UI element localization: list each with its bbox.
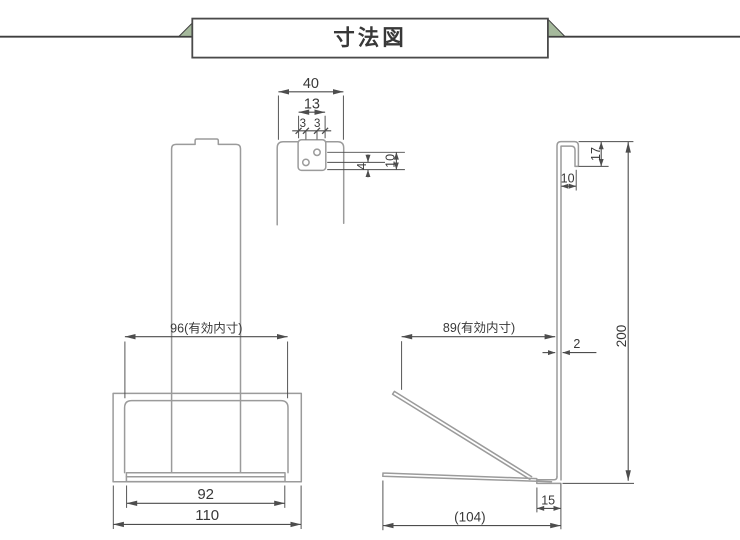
dim-label-thickness: 2: [573, 337, 580, 351]
dim-label-hole-spacing: 4: [355, 163, 369, 170]
dim-label-overall-height: 200: [614, 325, 629, 348]
front-column-outline: [170, 138, 242, 474]
title-banner-box: [191, 17, 549, 59]
page-title: 寸法図: [333, 26, 407, 50]
ext-lines-inner-width: [124, 341, 289, 399]
dim-label-inner-depth: 89(有効内寸): [443, 320, 515, 335]
ext-lines-column-width: [277, 95, 344, 140]
dim-ticks-hole-offsets: [295, 127, 329, 135]
dim-label-hole-offset-right: 3: [314, 118, 320, 130]
side-foot-outline: [536, 476, 562, 485]
detail-hole-upper: [313, 148, 321, 157]
banner-right-accent: [547, 18, 566, 37]
side-view: 10 17 200 2 89(有効内寸) 15 (104): [382, 140, 634, 531]
dim-label-hole-offset-left: 3: [300, 118, 306, 130]
dim-label-inner-width: 96(有効内寸): [170, 321, 242, 336]
detail-mount-plate: [297, 138, 327, 172]
side-flap-sheet: [391, 390, 533, 481]
leader-lines-holes: [327, 151, 405, 171]
top-detail-view: 40 13 3 3 4 10: [276, 76, 405, 226]
side-floor-sheet: [382, 472, 553, 483]
ext-lines-plate-width: [298, 115, 326, 139]
dim-label-plate-width: 13: [304, 96, 320, 112]
dim-label-column-width: 40: [303, 76, 319, 92]
front-view: 96(有効内寸) 92 110: [112, 138, 303, 529]
side-profile-outline: [556, 140, 580, 481]
dim-label-foot: 15: [541, 494, 555, 508]
detail-hole-lower: [301, 158, 310, 167]
front-base-inner-outline: [123, 399, 289, 474]
ext-lines-hole-axes: [305, 131, 318, 140]
dim-label-hole-depth: 10: [384, 154, 398, 168]
dim-label-hook-opening: 10: [561, 172, 575, 186]
dim-label-base-depth: (104): [454, 510, 486, 525]
title-banner: 寸法図: [0, 17, 740, 59]
dim-label-hook-depth: 17: [589, 147, 603, 161]
dim-label-base-width: 110: [195, 507, 219, 524]
dim-label-lip-width: 92: [197, 486, 214, 503]
front-base-outline: [112, 392, 303, 483]
